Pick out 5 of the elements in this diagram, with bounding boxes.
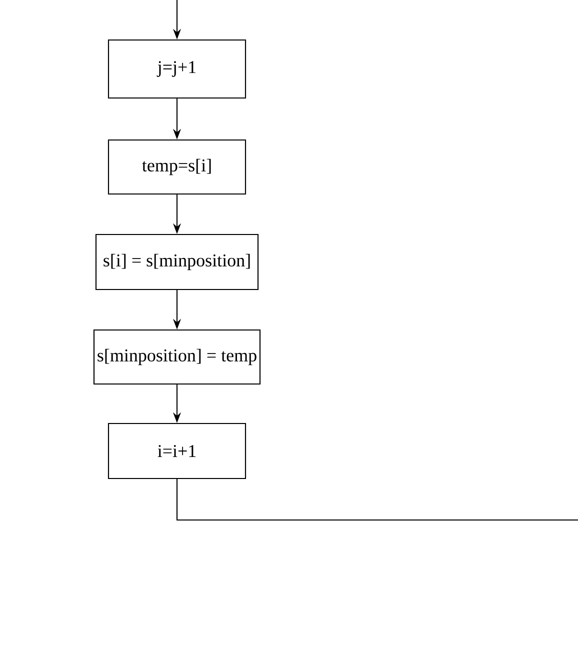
- process-box: j=j+1: [108, 39, 246, 99]
- process-box: temp=s[i]: [108, 139, 246, 195]
- process-box: i=i+1: [108, 422, 246, 480]
- process-box: s[minposition] = temp: [93, 329, 261, 385]
- process-box: s[i] = s[minposition]: [95, 234, 259, 290]
